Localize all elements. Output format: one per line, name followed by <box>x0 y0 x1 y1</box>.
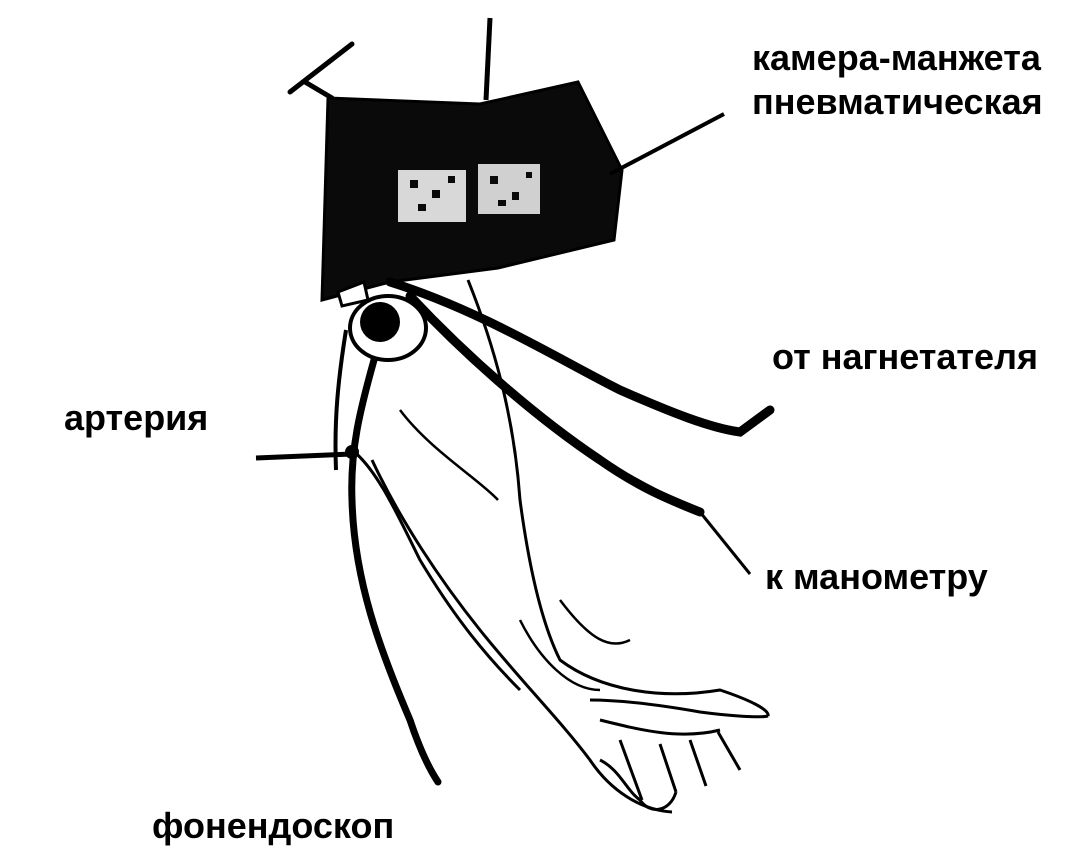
manometer-leader-line <box>700 512 750 574</box>
cuff-window-right <box>478 164 540 214</box>
tube-from-pump <box>390 282 770 432</box>
top-tube <box>486 18 490 100</box>
to-manometer-label: к манометру <box>765 557 988 597</box>
stethoscope-tube-secondary <box>335 330 346 470</box>
from-pump-label: от нагнетателя <box>772 337 1038 377</box>
top-left-tube <box>290 44 352 98</box>
artery-label: артерия <box>64 398 208 438</box>
stethoscope-head-center <box>360 302 400 342</box>
pneumatic-cuff <box>322 82 622 300</box>
arm-outline-upper <box>468 280 768 716</box>
cuff-label-line1: камера-манжета <box>752 38 1041 78</box>
phonendoscope-label: фонендоскоп <box>152 806 394 846</box>
hand-outline <box>590 700 768 809</box>
cuff-leader-line <box>610 114 724 174</box>
cuff-label-line2: пневматическая <box>752 82 1043 122</box>
